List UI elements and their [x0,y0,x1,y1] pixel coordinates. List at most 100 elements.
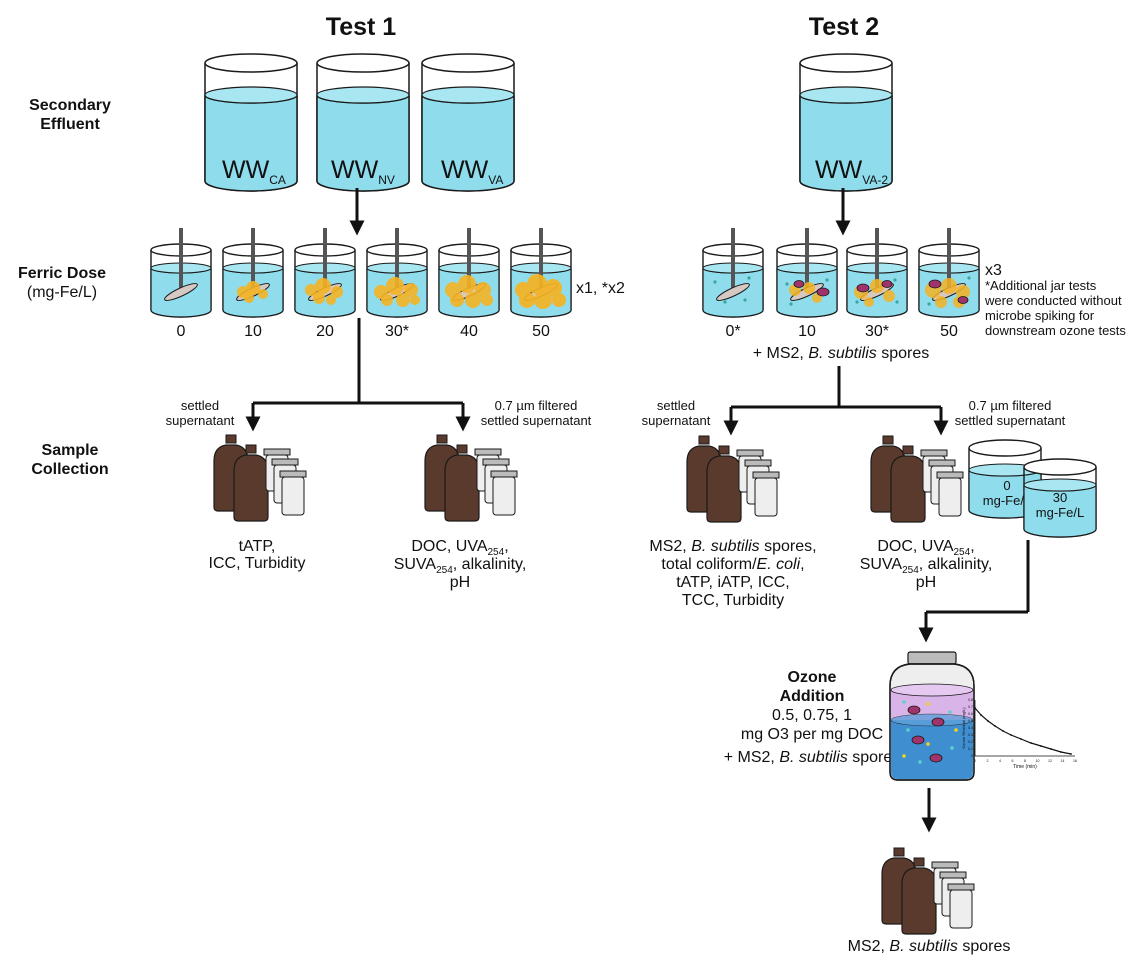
test2-title: Test 2 [809,13,879,41]
jar2-10 [776,227,838,318]
test2-filtered-label: 0.7 µm filtered [969,398,1052,413]
jar-30 [366,227,428,318]
inset-xtick-10: 10 [1036,759,1040,763]
test1-settled-label-2: supernatant [166,413,235,428]
ozone-title-2: Addition [780,688,845,705]
inset-xtick-12: 12 [1048,759,1052,763]
effluent-label-nv: WWNV [331,156,395,187]
beaker-0-label: 0 [1003,478,1010,493]
beaker-30-mgfe [1023,458,1097,538]
test1-filtered-label: 0.7 µm filtered [495,398,578,413]
test2-note-4: downstream ozone tests [985,323,1126,338]
test2-jars [702,227,980,318]
test1-jars [150,227,572,318]
test2-settled-analytes-1: MS2, B. subtilis spores, [649,538,816,555]
jar-50 [510,227,572,318]
ozone-spike: + MS2, B. subtilis spores [724,749,901,766]
test2-filtered-label-2: settled supernatant [955,413,1066,428]
test2-split-arrows [723,366,949,436]
test2-filtered-analytes-2: SUVA254, alkalinity, [860,556,993,576]
test2-note-1: *Additional jar tests [985,278,1097,293]
dose-label-40: 40 [460,323,478,340]
test2-note-2: were conducted without [984,293,1122,308]
inset-ytick-2: 0.2 [968,740,973,744]
ozone-dose-2: mg O3 per mg DOC [741,726,883,743]
test1-filtered-bottles [424,434,518,522]
jar-10 [222,227,284,318]
test2-filtered-analytes-3: pH [916,574,936,591]
final-bottles [881,847,975,935]
test1-settled-label: settled [181,398,219,413]
beaker-30-unit: mg-Fe/L [1036,505,1084,520]
test2-filtered-bottles [870,435,964,523]
test1-filtered-label-2: settled supernatant [481,413,592,428]
dose2-label-0: 0* [725,323,740,340]
arrow-to-ozone [918,540,1030,643]
dose-label-50: 50 [532,323,550,340]
inset-y-label: Ozone Residual (mg/L) [961,707,966,749]
secondary-effluent-label: Secondary [29,97,111,114]
test2-note-3: microbe spiking for [985,308,1095,323]
inset-ytick-5: 0.5 [968,719,973,723]
test1-settled-bottles [213,434,307,522]
dose-label-30: 30* [385,323,409,340]
dose2-label-50: 50 [940,323,958,340]
inset-xtick-14: 14 [1061,759,1065,763]
inset-xtick-16: 16 [1073,759,1077,763]
test2-filtered-analytes-1: DOC, UVA254, [877,538,974,558]
ferric-dose-label: Ferric Dose [18,265,106,282]
test1-split-arrows [245,318,471,432]
inset-xtick-4: 4 [999,759,1001,763]
inset-xtick-0: 0 [974,759,976,763]
test1-settled-analytes: tATP, [239,538,276,555]
test2-settled-label: settled [657,398,695,413]
effluent-label-va2: WWVA-2 [815,156,888,187]
inset-ytick-8: 0.8 [968,698,973,702]
jar2-50 [918,227,980,318]
dose2-label-30: 30* [865,323,889,340]
test1-settled-analytes-2: ICC, Turbidity [209,555,306,572]
ozone-dose: 0.5, 0.75, 1 [772,707,852,724]
jar-0 [150,227,212,318]
sample-collection-label: Sample [42,442,99,459]
jar-20 [294,227,356,318]
inset-ytick-1: 0.1 [968,747,973,751]
test2-settled-analytes-2: total coliform/E. coli, [661,556,804,573]
test2-spike-label: + MS2, B. subtilis spores [753,345,930,362]
effluent-label-va: WWVA [441,156,503,187]
test1-replicates: x1, *x2 [576,280,625,297]
inset-ytick-6: 0.6 [968,712,973,716]
inset-xtick-2: 2 [987,759,989,763]
test1-title: Test 1 [326,13,396,41]
dose-label-10: 10 [244,323,262,340]
ferric-dose-unit: (mg-Fe/L) [27,284,97,301]
jar-40 [438,227,500,318]
final-analytes: MS2, B. subtilis spores [848,938,1011,955]
jar2-30 [846,227,908,318]
ozone-decay-inset: Time (min) Ozone Residual (mg/L) 0 2 4 6… [961,698,1077,770]
test2-replicates: x3 [985,262,1002,279]
inset-ytick-3: 0.3 [968,733,973,737]
inset-ytick-0: 0 [971,754,973,758]
inset-xtick-6: 6 [1012,759,1014,763]
ozone-title: Ozone [788,669,837,686]
test2-settled-analytes-4: TCC, Turbidity [682,592,784,609]
inset-x-label: Time (min) [1013,764,1037,770]
secondary-effluent-label-2: Effluent [40,116,100,133]
beaker-0-mgfe [968,439,1042,519]
ozone-reactor [889,651,975,781]
beaker-30-label: 30 [1053,490,1067,505]
inset-xtick-8: 8 [1024,759,1026,763]
test2-settled-label-2: supernatant [642,413,711,428]
jar2-0 [702,227,764,318]
inset-ytick-4: 0.4 [968,726,973,730]
test2-settled-analytes-3: tATP, iATP, ICC, [676,574,790,591]
dose2-label-10: 10 [798,323,816,340]
beaker-0-unit: mg-Fe/L [983,493,1031,508]
test2-settled-bottles [686,435,780,523]
effluent-label-ca: WWCA [222,156,286,187]
test1-filtered-analytes-3: pH [450,574,470,591]
test1-filtered-analytes: DOC, UVA254, [411,538,508,558]
inset-ytick-7: 0.7 [968,705,973,709]
